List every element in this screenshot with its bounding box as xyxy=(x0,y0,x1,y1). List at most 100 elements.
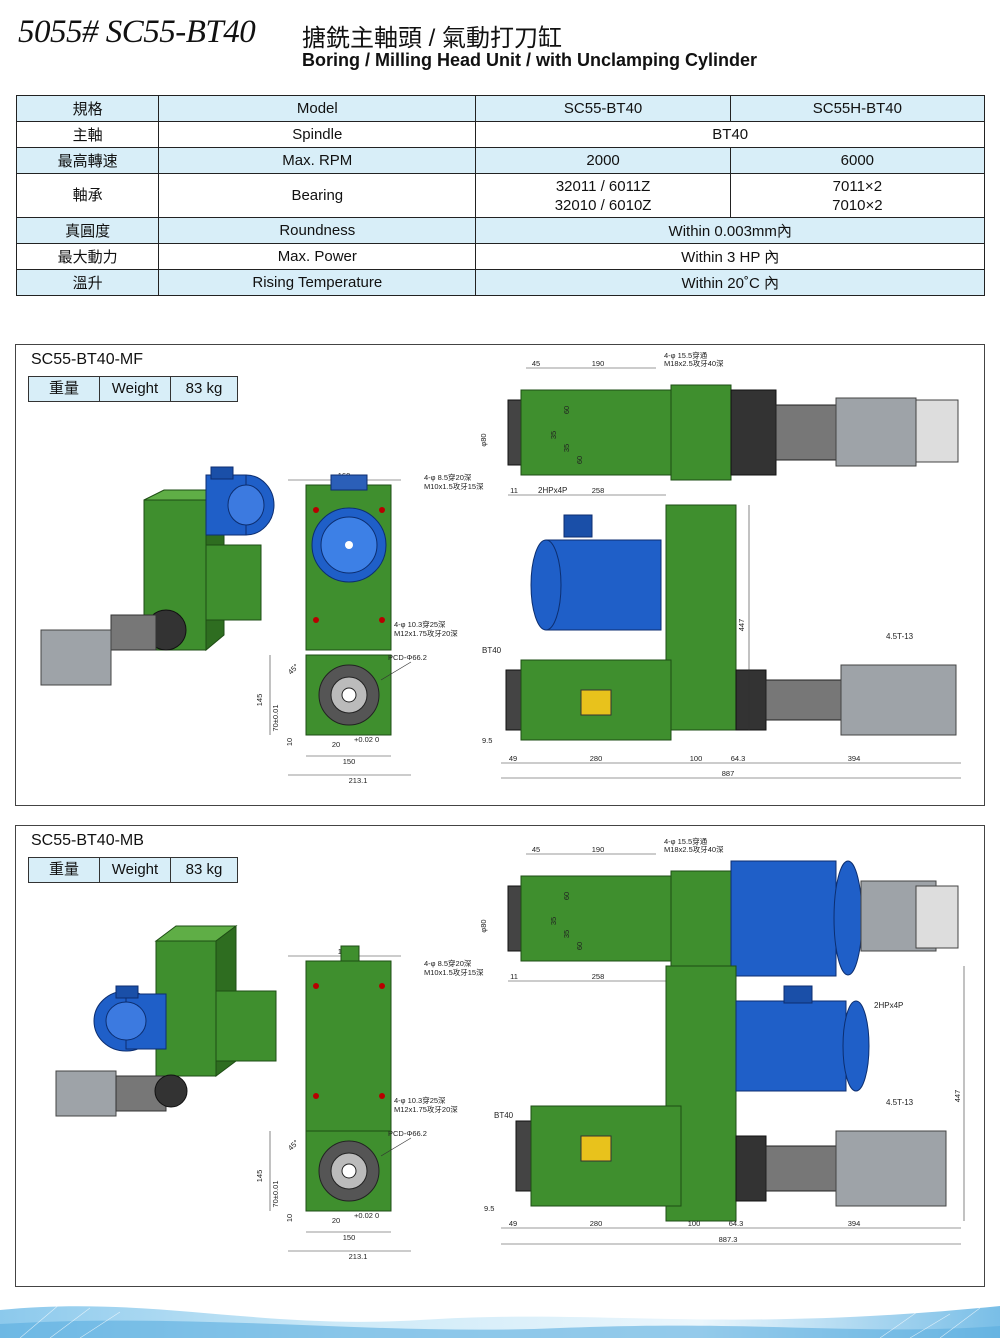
dim-35: 35 xyxy=(549,917,558,925)
hole-note: M10x1.5攻牙15深 xyxy=(424,481,484,491)
dim-190: 190 xyxy=(592,845,605,854)
cell-label-zh: 最大動力 xyxy=(15,243,160,270)
cell-label-en: Max. Power xyxy=(158,243,477,270)
spec-table: 規格 Model SC55-BT40 SC55H-BT40 主軸 Spindle… xyxy=(15,95,986,296)
dim-447: 447 xyxy=(953,1090,962,1103)
cell-label-en: Rising Temperature xyxy=(158,269,477,296)
cell-label-zh: 軸承 xyxy=(15,173,160,218)
page-header: 5055# SC55-BT40 搪銑主軸頭 / 氣動打刀缸 Boring / M… xyxy=(18,12,988,72)
pcd-label: PCD-Φ66.2 xyxy=(388,653,427,662)
cell-label-en: Bearing xyxy=(158,173,477,218)
dim-213: 213.1 xyxy=(349,1252,368,1261)
dim-tolerance: +0.02 0 xyxy=(354,1211,379,1220)
cell-value: SC55-BT40 xyxy=(475,95,731,122)
dim-45: 45 xyxy=(532,359,540,368)
title-english: Boring / Milling Head Unit / with Unclam… xyxy=(302,50,758,70)
cell-value: BT40 xyxy=(475,121,985,148)
hole-note: M18x2.5攻牙40深 xyxy=(664,358,724,368)
dim-60: 60 xyxy=(575,942,584,950)
thread-label: 4.5T-13 xyxy=(886,632,914,641)
cell-label-en: Spindle xyxy=(158,121,477,148)
bt-label: BT40 xyxy=(494,1111,514,1120)
dim-145: 145 xyxy=(255,694,264,707)
dim-280: 280 xyxy=(590,1219,603,1228)
dim-145: 145 xyxy=(255,1170,264,1183)
cell-value: 2000 xyxy=(475,147,731,174)
dim-60: 60 xyxy=(575,456,584,464)
weight-value: 83 kg xyxy=(171,377,237,401)
weight-value: 83 kg xyxy=(171,858,237,882)
drawing-panel-mf: SC55-BT40-MF 重量 Weight 83 kg 160 xyxy=(15,344,985,806)
table-row: 溫升 Rising Temperature Within 20˚C 內 xyxy=(15,269,985,296)
hole-note: 4-φ 10.3穿25深 xyxy=(394,619,446,629)
top-view: 45 190 4-φ 15.5穿通 M18x2.5攻牙40深 φ80 60 35… xyxy=(424,350,959,496)
drawing-panel-mb: SC55-BT40-MB 重量 Weight 83 kg 160 xyxy=(15,825,985,1287)
motor-icon xyxy=(545,539,662,631)
cell-label-zh: 溫升 xyxy=(15,269,160,296)
dim-35: 35 xyxy=(549,431,558,439)
angle-label: 45° xyxy=(286,662,300,676)
hole-note: 4-φ 10.3穿25深 xyxy=(394,1095,446,1105)
dim-11: 11 xyxy=(510,486,518,495)
pcd-label: PCD-Φ66.2 xyxy=(388,1129,427,1138)
dim-190: 190 xyxy=(592,359,605,368)
cell-value: Within 3 HP 內 xyxy=(475,243,985,270)
dim-49: 49 xyxy=(509,1219,517,1228)
spindle-unit-3d-view xyxy=(55,925,277,1117)
motor-label: 2HPx4P xyxy=(538,486,567,495)
hole-note: M12x1.75攻牙20深 xyxy=(394,1104,458,1114)
cell-value: 6000 xyxy=(729,147,986,174)
hole-note: M12x1.75攻牙20深 xyxy=(394,628,458,638)
cell-label-zh: 主軸 xyxy=(15,121,160,148)
dim-258: 258 xyxy=(592,972,605,981)
hole-note: 4-φ 8.5穿20深 xyxy=(424,472,472,482)
cell-label-en: Model xyxy=(158,95,477,122)
cylinder-icon xyxy=(835,1130,947,1207)
dim-95: 9.5 xyxy=(482,736,492,745)
dim-80: φ80 xyxy=(479,919,488,932)
dim-150: 150 xyxy=(343,1233,356,1242)
dim-887: 887.3 xyxy=(719,1235,738,1244)
motor-label: 2HPx4P xyxy=(874,1001,903,1010)
side-view: 2HPx4P BT40 4.5T-13 447 9.5 49 280 100 6… xyxy=(484,965,965,1245)
dim-887: 887 xyxy=(722,769,735,778)
dim-643: 64.3 xyxy=(731,754,746,763)
front-view: 160 4-φ 10.3穿25深 M12x1.75攻牙20深 PCD-Φ66.2… xyxy=(255,945,458,1261)
dim-258: 258 xyxy=(592,486,605,495)
dim-213: 213.1 xyxy=(349,776,368,785)
cylinder-icon xyxy=(840,664,957,736)
dim-tolerance: +0.02 0 xyxy=(354,735,379,744)
cell-value: SC55H-BT40 xyxy=(729,95,986,122)
dim-60: 60 xyxy=(562,892,571,900)
dim-60: 60 xyxy=(562,406,571,414)
weight-label-zh: 重量 xyxy=(29,377,100,401)
bearing-line: 32011 / 6011Z xyxy=(555,177,651,195)
top-view: 45 190 4-φ 15.5穿通 M18x2.5攻牙40深 φ80 60 35… xyxy=(424,836,959,982)
cylinder-icon xyxy=(55,1070,117,1117)
front-view: 160 4-φ 10.3穿25深 M12x1.75攻牙20深 PCD-Φ66.2… xyxy=(255,471,458,785)
footer-wave-decoration xyxy=(0,1303,1000,1338)
spindle-unit-3d-view xyxy=(40,466,275,686)
dim-643: 64.3 xyxy=(729,1219,744,1228)
dim-100: 100 xyxy=(688,1219,701,1228)
angle-label: 45° xyxy=(286,1138,300,1152)
bearing-line: 7010×2 xyxy=(832,196,883,214)
dim-394: 394 xyxy=(848,754,861,763)
hole-note: 4-φ 15.5穿通 xyxy=(664,836,708,846)
bearing-line: 32010 / 6010Z xyxy=(554,196,652,214)
dim-70: 70±0.01 xyxy=(271,704,280,731)
dim-20: 20 xyxy=(332,740,340,749)
thread-label: 4.5T-13 xyxy=(886,1098,914,1107)
table-row: 最大動力 Max. Power Within 3 HP 內 xyxy=(15,243,985,270)
dim-45: 45 xyxy=(532,845,540,854)
dim-35: 35 xyxy=(562,444,571,452)
table-row: 真圓度 Roundness Within 0.003mm內 xyxy=(15,217,985,244)
dim-11: 11 xyxy=(510,972,518,981)
cell-label-zh: 最高轉速 xyxy=(15,147,160,174)
title-chinese: 搪銑主軸頭 / 氣動打刀缸 xyxy=(302,25,563,52)
dim-280: 280 xyxy=(590,754,603,763)
side-view: 2HPx4P BT40 4.5T-13 447 9.5 49 280 100 6… xyxy=(482,486,961,779)
dim-20: 20 xyxy=(332,1216,340,1225)
